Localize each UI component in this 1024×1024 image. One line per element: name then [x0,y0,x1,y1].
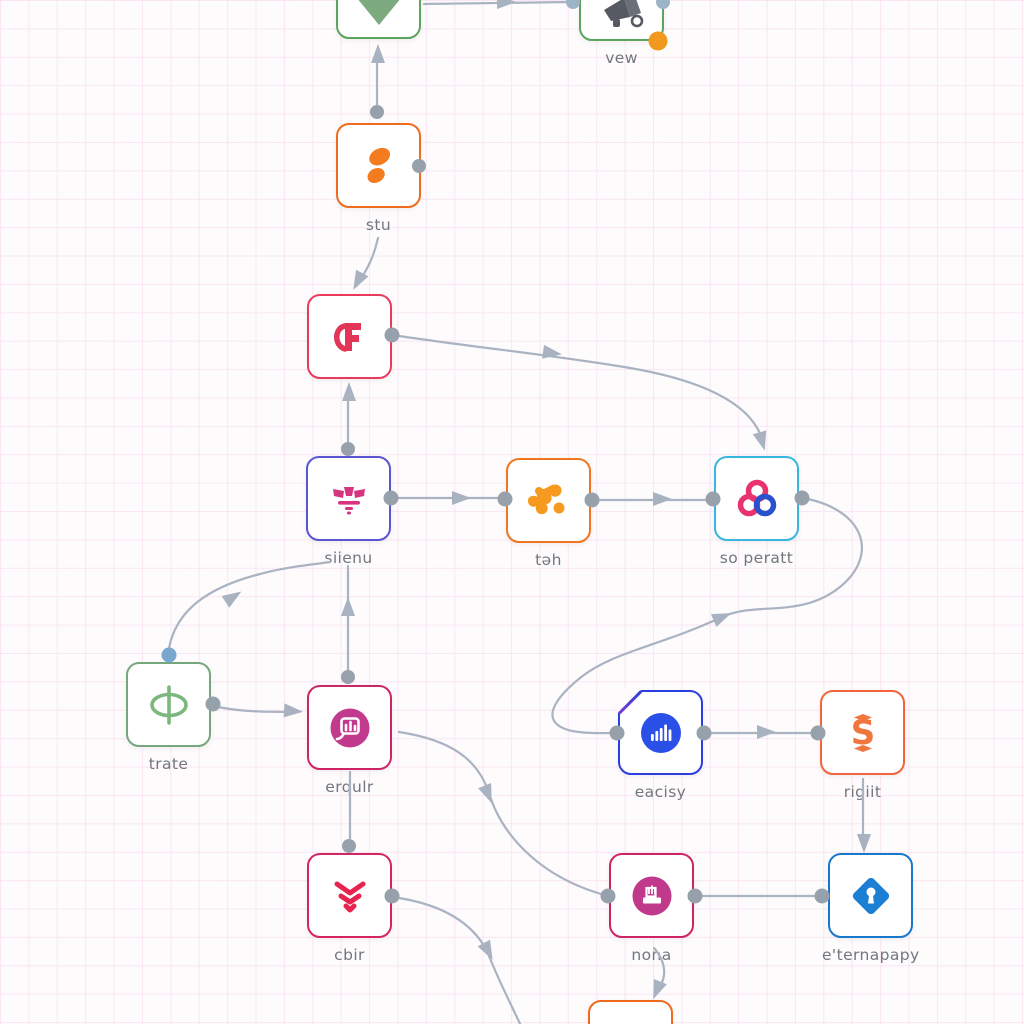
node-label: trate [148,755,189,773]
node-trigger[interactable] [336,0,421,39]
node-eacisy[interactable]: eacisy [617,689,703,801]
node-stu[interactable]: stu [336,123,421,234]
node-label: cbir [334,946,365,964]
node-label: erqulr [325,778,374,796]
letter-f-icon [333,322,361,352]
node-label: nona [631,946,672,964]
node-label: siienu [324,549,373,567]
node-label: stu [365,216,392,234]
node-trate[interactable]: trate [126,662,211,773]
node-label: rigiit [843,783,882,801]
node-label: e'ternapapy [822,946,920,964]
node-siienu[interactable]: siienu [306,456,391,567]
chart-bubble-icon [330,708,369,747]
trefoil-icon [737,479,776,516]
node-f[interactable] [307,294,392,379]
node-so-peratt[interactable]: so peratt [714,456,799,567]
floral-icon [527,484,564,514]
node-teh[interactable]: təh [506,458,591,569]
node-partial-bottom[interactable] [588,1000,673,1024]
chevrons-icon [334,881,365,912]
blobs-icon [367,147,390,183]
node-rigiit[interactable]: S rigiit [820,690,905,801]
printer-icon [632,876,671,915]
node-cbir[interactable]: cbir [307,853,392,964]
triangle-down-icon [358,0,399,25]
node-nona[interactable]: nona [609,853,694,964]
connector-dots[interactable] [161,0,830,904]
eye-icon [149,684,188,725]
bar-chart-icon [640,712,681,753]
megaphone-icon [603,0,643,28]
bat-icon [332,486,365,514]
node-eternapapy[interactable]: e'ternapapy [822,853,920,964]
node-vew[interactable]: vew [579,0,664,67]
node-label: vew [605,49,638,67]
node-label: eacisy [634,783,687,801]
node-erqulr[interactable]: erqulr [307,685,392,796]
node-label: so peratt [719,549,794,567]
keyhole-diamond-icon [852,877,889,914]
node-label: təh [535,551,562,569]
dollar-arrows-icon: S [850,713,875,753]
